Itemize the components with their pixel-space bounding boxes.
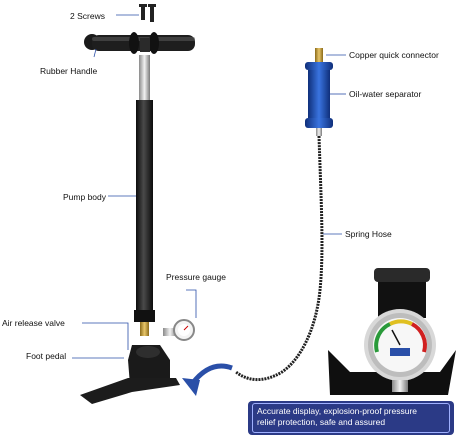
chrome-shaft (139, 55, 150, 101)
label-separator: Oil-water separator (349, 89, 422, 99)
label-air-release-valve: Air release valve (2, 318, 65, 328)
caption-box: Accurate display, explosion-proof pressu… (248, 401, 454, 435)
label-foot-pedal: Foot pedal (26, 351, 67, 361)
arrow-head (182, 378, 200, 396)
screws (116, 4, 156, 22)
label-pump-body: Pump body (63, 192, 106, 202)
label-spring-hose: Spring Hose (345, 229, 392, 239)
label-copper-connector: Copper quick connector (349, 50, 439, 60)
label-rubber-handle: Rubber Handle (40, 66, 98, 76)
label-screws: 2 Screws (70, 11, 105, 21)
caption-line-1: Accurate display, explosion-proof pressu… (257, 406, 418, 416)
spring-hose (235, 135, 324, 381)
caption-inner: Accurate display, explosion-proof pressu… (252, 403, 450, 433)
air-release-leader (82, 322, 129, 350)
pump-body (108, 100, 155, 336)
small-pressure-gauge (163, 289, 197, 341)
foot-pedal (72, 345, 180, 404)
label-pressure-gauge: Pressure gauge (166, 272, 227, 282)
large-pressure-gauge (328, 268, 456, 395)
oil-water-separator (305, 48, 346, 136)
rubber-handle (84, 32, 195, 58)
caption-line-2: relief protection, safe and assured (257, 417, 386, 427)
